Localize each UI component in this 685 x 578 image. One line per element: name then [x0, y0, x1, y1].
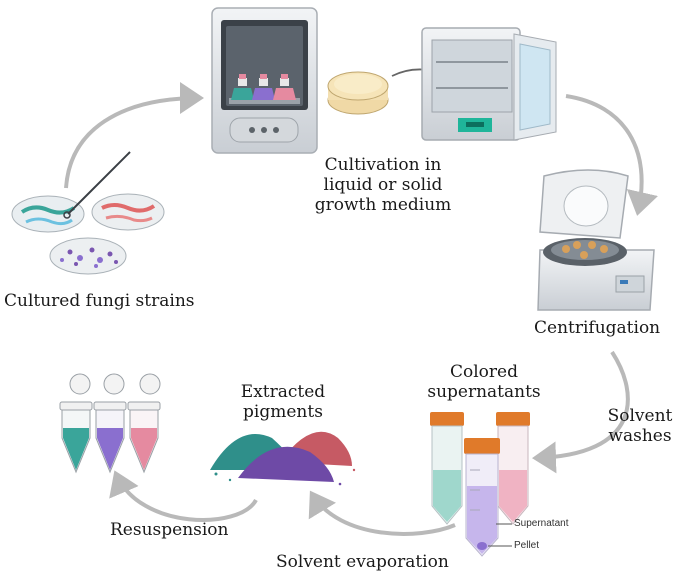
pellet-label: Pellet	[514, 540, 540, 551]
petri-dish-pink	[91, 193, 165, 231]
cultivation-line-3: growth medium	[314, 195, 452, 215]
falcon-tube-teal	[430, 412, 464, 525]
centrifuge	[537, 169, 655, 311]
arrow-incubator-to-centrifuge	[565, 94, 659, 216]
petri-dish-stack	[327, 71, 389, 115]
supernatant-label: Supernatant	[514, 518, 569, 529]
cultivation-label: Cultivation in liquid or solid growth me…	[308, 155, 458, 215]
arrow-strains-to-shaker	[64, 82, 204, 189]
flask-purple	[252, 74, 275, 100]
centrifugation-label: Centrifugation	[534, 318, 661, 338]
extracted-pigments-label: Extracted pigments	[228, 382, 338, 422]
arrow-pigments-to-vials	[109, 470, 258, 522]
cultured-fungi-label: Cultured fungi strains	[4, 291, 195, 311]
flask-pink	[273, 74, 296, 100]
petri-dish-teal	[11, 195, 85, 233]
arrow-centrifuge-to-tubes	[532, 350, 630, 474]
vial-purple	[93, 373, 127, 474]
falcon-tube-purple	[464, 438, 500, 557]
solvent-washes-line-1: Solvent	[607, 406, 673, 426]
shaker-incubator	[211, 7, 318, 154]
colored-line-1: Colored	[450, 362, 518, 382]
resuspension-label: Resuspension	[110, 520, 229, 540]
flask-teal	[231, 74, 254, 100]
solvent-evaporation-label: Solvent evaporation	[276, 552, 449, 572]
falcon-tube-pink	[496, 412, 530, 525]
arrow-tubes-to-pigments	[308, 490, 456, 536]
petri-dish-purple	[49, 237, 127, 275]
incubator	[421, 27, 557, 141]
solvent-washes-line-2: washes	[608, 426, 672, 446]
colored-supernatants-label: Colored supernatants	[414, 362, 554, 402]
vial-pink	[127, 373, 161, 474]
inoculation-loop	[63, 151, 131, 219]
cultivation-line-2: liquid or solid	[323, 175, 443, 195]
vial-teal	[59, 373, 93, 474]
cultivation-line-1: Cultivation in	[324, 155, 442, 175]
colored-line-2: supernatants	[427, 382, 541, 402]
solvent-washes-label: Solvent washes	[600, 406, 680, 446]
extracted-line-2: pigments	[243, 402, 323, 422]
extracted-line-1: Extracted	[240, 382, 326, 402]
pigment-piles	[210, 431, 356, 486]
